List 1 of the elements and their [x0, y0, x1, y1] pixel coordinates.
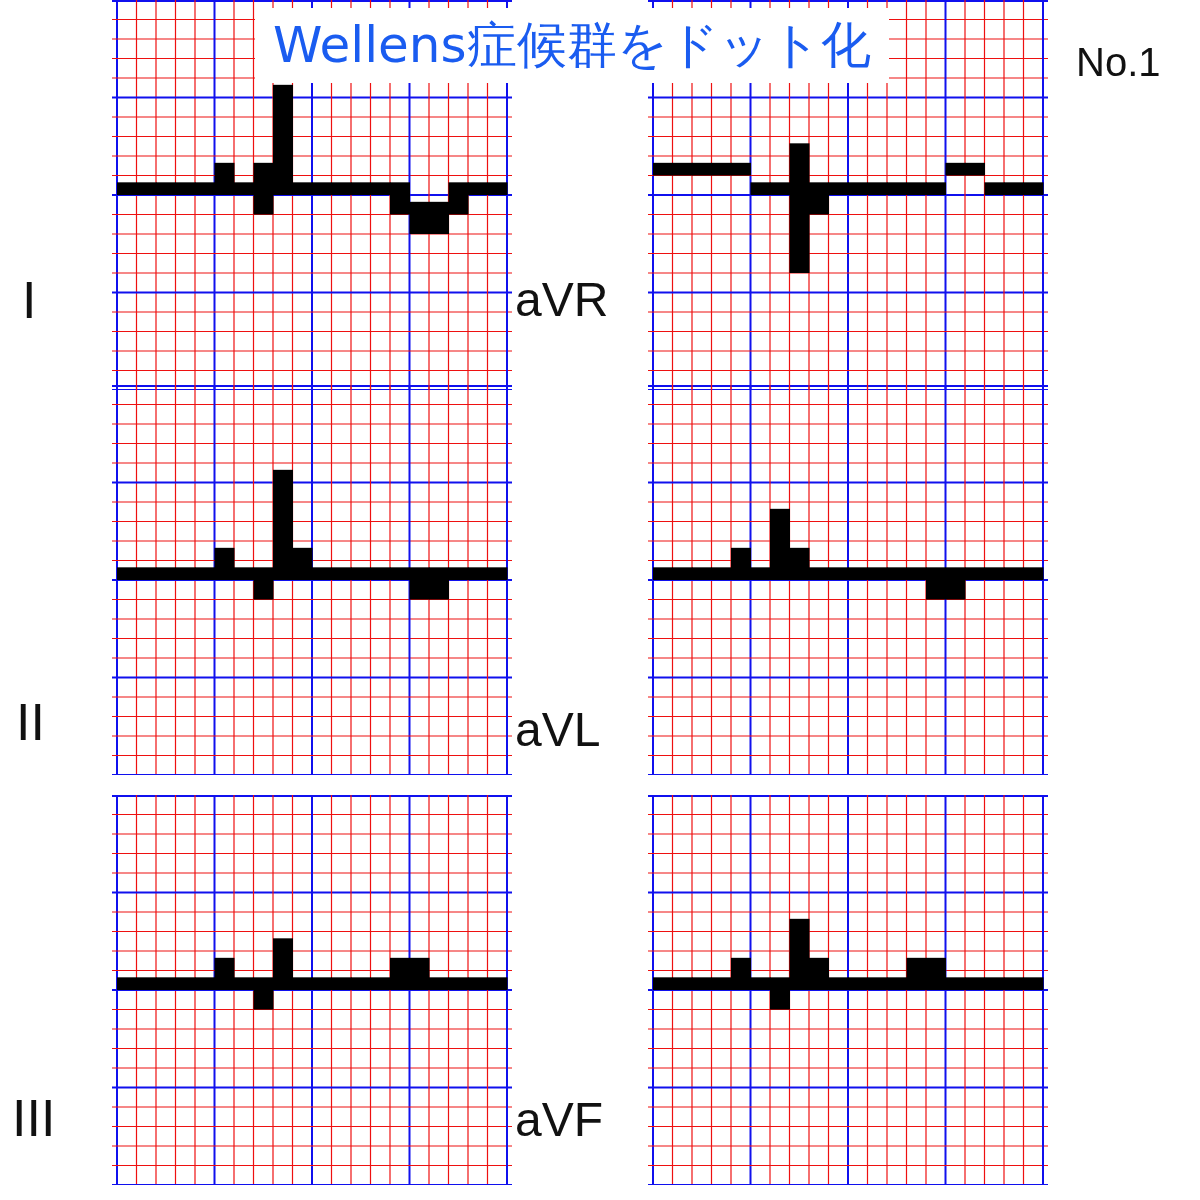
title: Wellens症候群をドット化 — [255, 8, 889, 83]
